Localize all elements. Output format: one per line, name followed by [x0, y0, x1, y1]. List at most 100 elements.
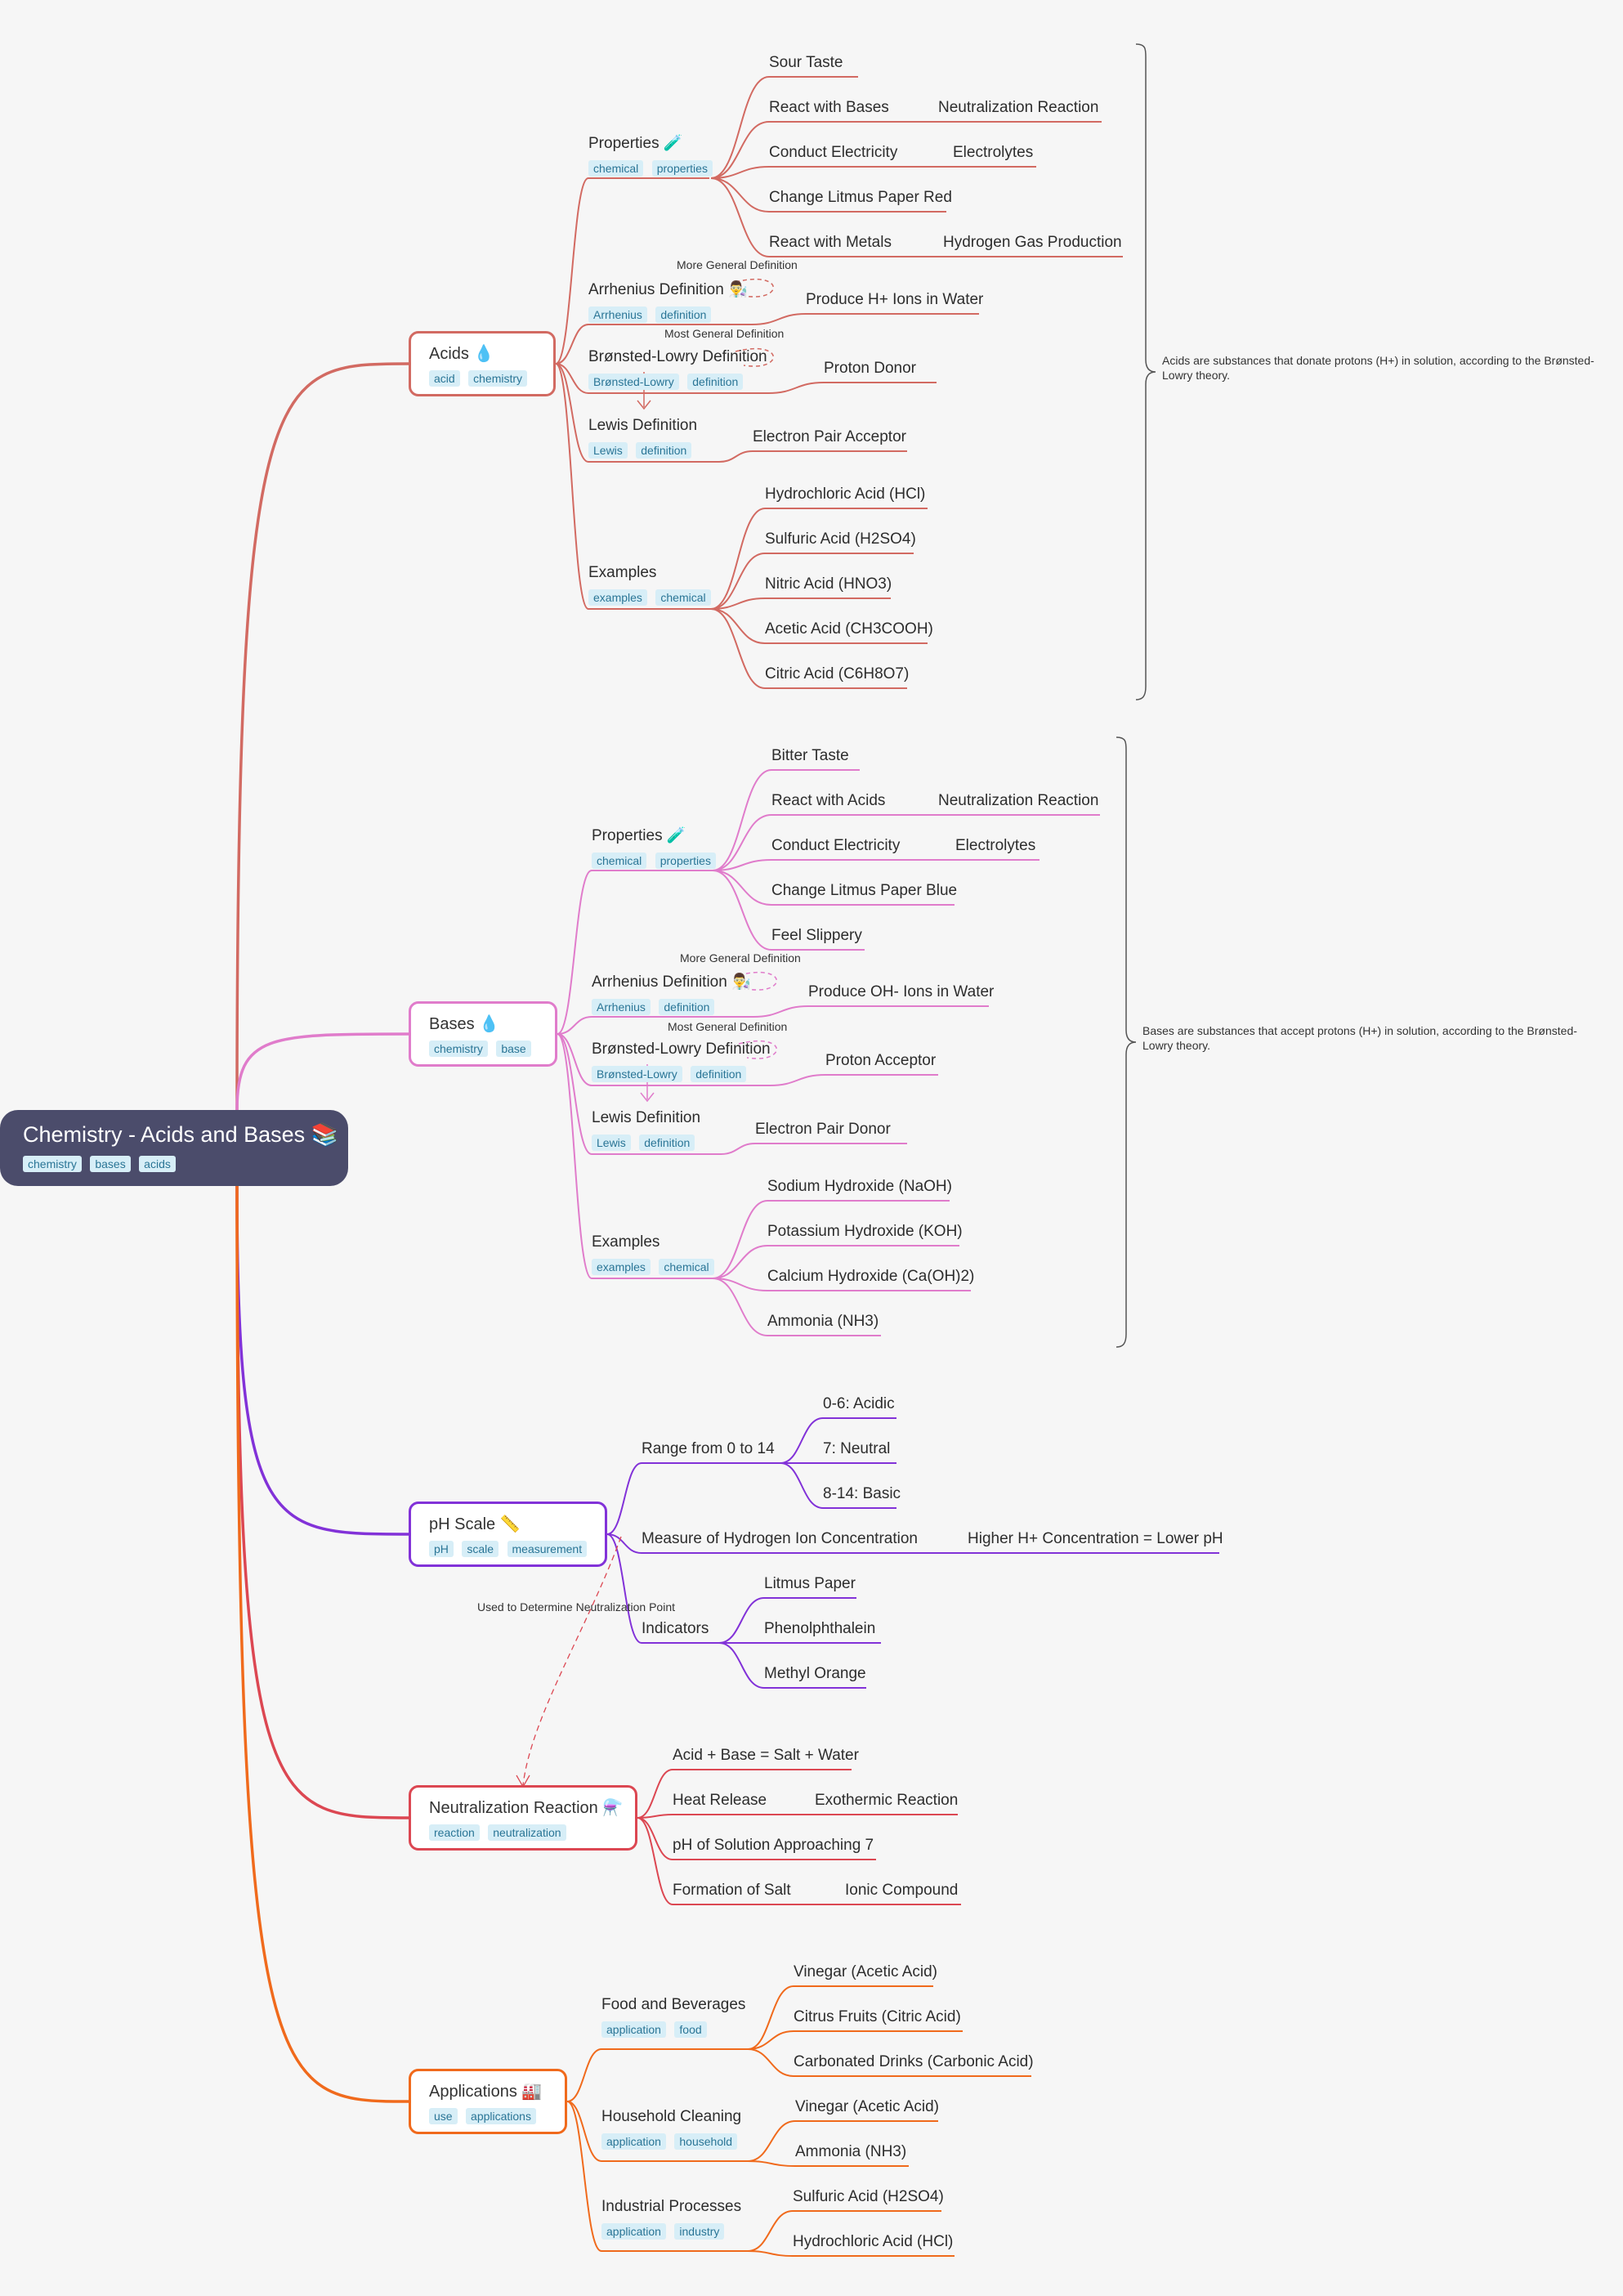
- tag[interactable]: chemical: [659, 1259, 714, 1275]
- tag[interactable]: properties: [655, 853, 716, 869]
- leaf[interactable]: Electrolytes: [955, 837, 1036, 854]
- tag[interactable]: Arrhenius: [592, 999, 651, 1015]
- leaf[interactable]: Produce OH- Ions in Water: [808, 983, 995, 1000]
- leaf[interactable]: Exothermic Reaction: [815, 1792, 959, 1809]
- root-topic[interactable]: Chemistry - Acids and Bases 📚 chemistry …: [0, 1110, 348, 1186]
- bases-properties[interactable]: Properties 🧪 chemical properties: [592, 826, 721, 869]
- leaf[interactable]: Electrolytes: [953, 144, 1034, 161]
- tag[interactable]: bases: [90, 1156, 131, 1172]
- leaf[interactable]: Ammonia (NH3): [767, 1313, 879, 1330]
- tag[interactable]: chemical: [592, 853, 647, 869]
- leaf[interactable]: Vinegar (Acetic Acid): [794, 1963, 938, 1980]
- tag[interactable]: application: [601, 2021, 666, 2038]
- tag[interactable]: examples: [592, 1259, 651, 1275]
- tag[interactable]: Brønsted-Lowry: [592, 1066, 682, 1082]
- tag[interactable]: examples: [588, 589, 647, 606]
- bases-examples[interactable]: Examples examples chemical: [592, 1233, 719, 1275]
- apps-food[interactable]: Food and Beverages application food: [601, 1996, 745, 2038]
- leaf[interactable]: Proton Donor: [824, 360, 917, 377]
- leaf[interactable]: Sulfuric Acid (H2SO4): [765, 530, 916, 548]
- leaf[interactable]: Sour Taste: [769, 54, 843, 71]
- tag[interactable]: Lewis: [588, 442, 628, 459]
- topic-applications[interactable]: Applications 🏭 use applications: [409, 2069, 567, 2134]
- tag[interactable]: properties: [651, 160, 713, 177]
- tag[interactable]: use: [429, 2108, 458, 2124]
- leaf[interactable]: Vinegar (Acetic Acid): [795, 2098, 940, 2115]
- tag[interactable]: Lewis: [592, 1135, 631, 1151]
- leaf[interactable]: Neutralization Reaction: [938, 99, 1099, 116]
- leaf[interactable]: 8-14: Basic: [823, 1485, 901, 1502]
- tag[interactable]: pH: [429, 1541, 454, 1557]
- leaf[interactable]: Sulfuric Acid (H2SO4): [793, 2188, 944, 2205]
- apps-industrial[interactable]: Industrial Processes application industr…: [601, 2198, 741, 2240]
- tag[interactable]: scale: [462, 1541, 499, 1557]
- bases-arrhenius[interactable]: Arrhenius Definition 👨‍🔬 Arrhenius defin…: [592, 972, 751, 1015]
- leaf[interactable]: Feel Slippery: [771, 927, 862, 944]
- leaf[interactable]: React with Metals: [769, 234, 892, 251]
- tag[interactable]: application: [601, 2223, 666, 2240]
- leaf[interactable]: Electron Pair Donor: [755, 1121, 891, 1138]
- leaf[interactable]: Litmus Paper: [764, 1575, 856, 1592]
- topic-neutralization[interactable]: Neutralization Reaction ⚗️ reaction neut…: [409, 1785, 637, 1851]
- tag[interactable]: definition: [639, 1135, 695, 1151]
- tag[interactable]: Arrhenius: [588, 307, 647, 323]
- tag[interactable]: household: [674, 2133, 738, 2150]
- tag[interactable]: industry: [674, 2223, 725, 2240]
- acids-arrhenius[interactable]: Arrhenius Definition 👨‍🔬 Arrhenius defin…: [588, 280, 748, 323]
- tag[interactable]: chemistry: [468, 370, 528, 387]
- leaf[interactable]: Conduct Electricity: [771, 837, 901, 854]
- leaf[interactable]: Neutralization Reaction: [938, 792, 1099, 809]
- leaf[interactable]: Hydrochloric Acid (HCl): [793, 2233, 954, 2250]
- tag[interactable]: application: [601, 2133, 666, 2150]
- leaf[interactable]: Acetic Acid (CH3COOH): [765, 620, 933, 638]
- leaf[interactable]: Change Litmus Paper Blue: [771, 882, 958, 899]
- leaf[interactable]: React with Acids: [771, 792, 886, 809]
- tag[interactable]: food: [674, 2021, 707, 2038]
- bases-bronsted[interactable]: Brønsted-Lowry Definition Brønsted-Lowry…: [592, 1041, 771, 1082]
- tag[interactable]: Brønsted-Lowry: [588, 374, 679, 390]
- tag[interactable]: definition: [655, 307, 712, 323]
- tag[interactable]: applications: [466, 2108, 536, 2124]
- leaf[interactable]: Ammonia (NH3): [795, 2143, 907, 2160]
- tag[interactable]: neutralization: [488, 1824, 566, 1841]
- tag[interactable]: definition: [691, 1066, 747, 1082]
- tag[interactable]: measurement: [507, 1541, 588, 1557]
- leaf[interactable]: 7: Neutral: [823, 1440, 891, 1457]
- leaf[interactable]: Carbonated Drinks (Carbonic Acid): [794, 2053, 1034, 2070]
- leaf[interactable]: Citric Acid (C6H8O7): [765, 665, 910, 683]
- apps-household[interactable]: Household Cleaning application household: [601, 2108, 742, 2150]
- leaf[interactable]: Phenolphthalein: [764, 1620, 876, 1637]
- acids-bronsted[interactable]: Brønsted-Lowry Definition Brønsted-Lowry…: [588, 348, 767, 390]
- leaf[interactable]: Formation of Salt: [673, 1882, 791, 1899]
- tag[interactable]: chemistry: [23, 1156, 82, 1172]
- tag[interactable]: reaction: [429, 1824, 480, 1841]
- leaf[interactable]: Calcium Hydroxide (Ca(OH)2): [767, 1268, 975, 1285]
- leaf[interactable]: Nitric Acid (HNO3): [765, 575, 892, 593]
- tag[interactable]: definition: [687, 374, 744, 390]
- topic-bases[interactable]: Bases 💧 chemistry base: [409, 1001, 557, 1067]
- topic-ph-scale[interactable]: pH Scale 📏 pH scale measurement: [409, 1502, 607, 1567]
- acids-lewis[interactable]: Lewis Definition Lewis definition: [588, 417, 697, 459]
- leaf[interactable]: React with Bases: [769, 99, 889, 116]
- leaf[interactable]: Change Litmus Paper Red: [769, 189, 952, 206]
- acids-examples[interactable]: Examples examples chemical: [588, 564, 716, 606]
- tag[interactable]: chemical: [588, 160, 644, 177]
- leaf[interactable]: 0-6: Acidic: [823, 1395, 895, 1412]
- tag[interactable]: acids: [139, 1156, 176, 1172]
- leaf[interactable]: Higher H+ Concentration = Lower pH: [968, 1530, 1223, 1547]
- subtopic-indicators[interactable]: Indicators: [642, 1620, 709, 1637]
- tag[interactable]: chemical: [655, 589, 711, 606]
- subtopic-range[interactable]: Range from 0 to 14: [642, 1440, 775, 1457]
- leaf[interactable]: Conduct Electricity: [769, 144, 898, 161]
- topic-acids[interactable]: Acids 💧 acid chemistry: [409, 331, 556, 396]
- tag[interactable]: base: [496, 1041, 531, 1057]
- leaf[interactable]: Hydrochloric Acid (HCl): [765, 486, 926, 503]
- leaf[interactable]: Electron Pair Acceptor: [753, 428, 906, 445]
- leaf[interactable]: Ionic Compound: [845, 1882, 959, 1899]
- tag[interactable]: definition: [636, 442, 692, 459]
- leaf[interactable]: Sodium Hydroxide (NaOH): [767, 1178, 952, 1195]
- leaf[interactable]: Bitter Taste: [771, 747, 849, 764]
- leaf[interactable]: Hydrogen Gas Production: [943, 234, 1122, 251]
- leaf[interactable]: Acid + Base = Salt + Water: [673, 1747, 859, 1764]
- tag[interactable]: acid: [429, 370, 460, 387]
